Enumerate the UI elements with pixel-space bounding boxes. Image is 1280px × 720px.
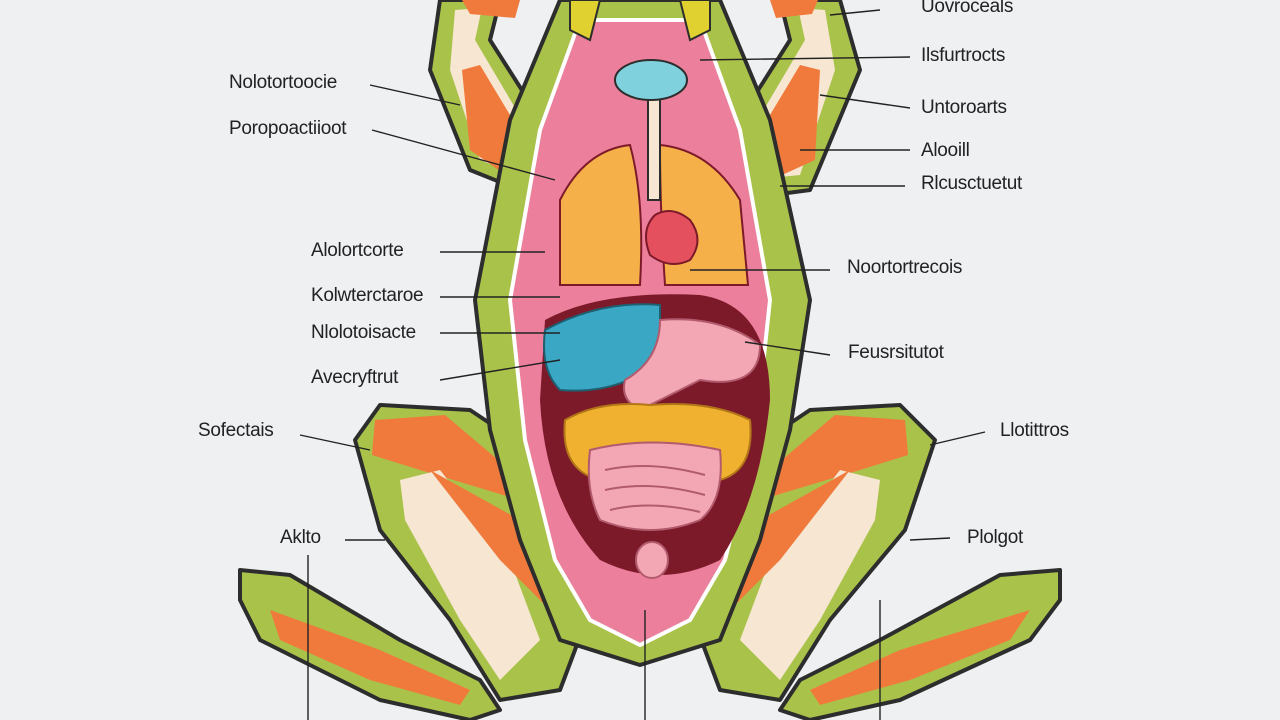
bladder	[635, 541, 669, 579]
label-right-7: Feusrsitutot	[848, 342, 944, 363]
heart	[645, 210, 699, 265]
intestines	[563, 403, 752, 531]
right-hind-leg	[688, 403, 1062, 720]
label-right-2: Ilsfurtrocts	[921, 45, 1006, 66]
label-right-5: Rlcusctuetut	[921, 173, 1022, 194]
label-left-2: Poropoactiioot	[229, 118, 347, 139]
label-right-3: Untoroarts	[921, 97, 1007, 118]
label-right-1: Uovroceals	[921, 0, 1014, 17]
label-left-4: Kolwterctaroe	[311, 285, 424, 306]
label-left-1: Nolotortoocie	[229, 72, 338, 93]
label-left-6: Avecryftrut	[311, 367, 399, 388]
upper-glands	[569, 0, 711, 42]
label-left-7: Sofectais	[198, 420, 274, 441]
label-right-4: Alooill	[921, 140, 970, 161]
label-left-8: Aklto	[280, 527, 321, 548]
trachea	[614, 59, 688, 201]
left-hind-leg	[238, 403, 592, 720]
label-right-8: Llotittros	[1000, 420, 1069, 441]
label-right-6: Noortortrecois	[847, 257, 963, 278]
label-left-5: Nlolotoisacte	[311, 322, 416, 343]
label-right-9: Plolgot	[967, 527, 1023, 548]
stomach	[623, 318, 762, 412]
label-left-3: Alolortcorte	[311, 240, 404, 261]
leader-lines	[299, 9, 986, 720]
